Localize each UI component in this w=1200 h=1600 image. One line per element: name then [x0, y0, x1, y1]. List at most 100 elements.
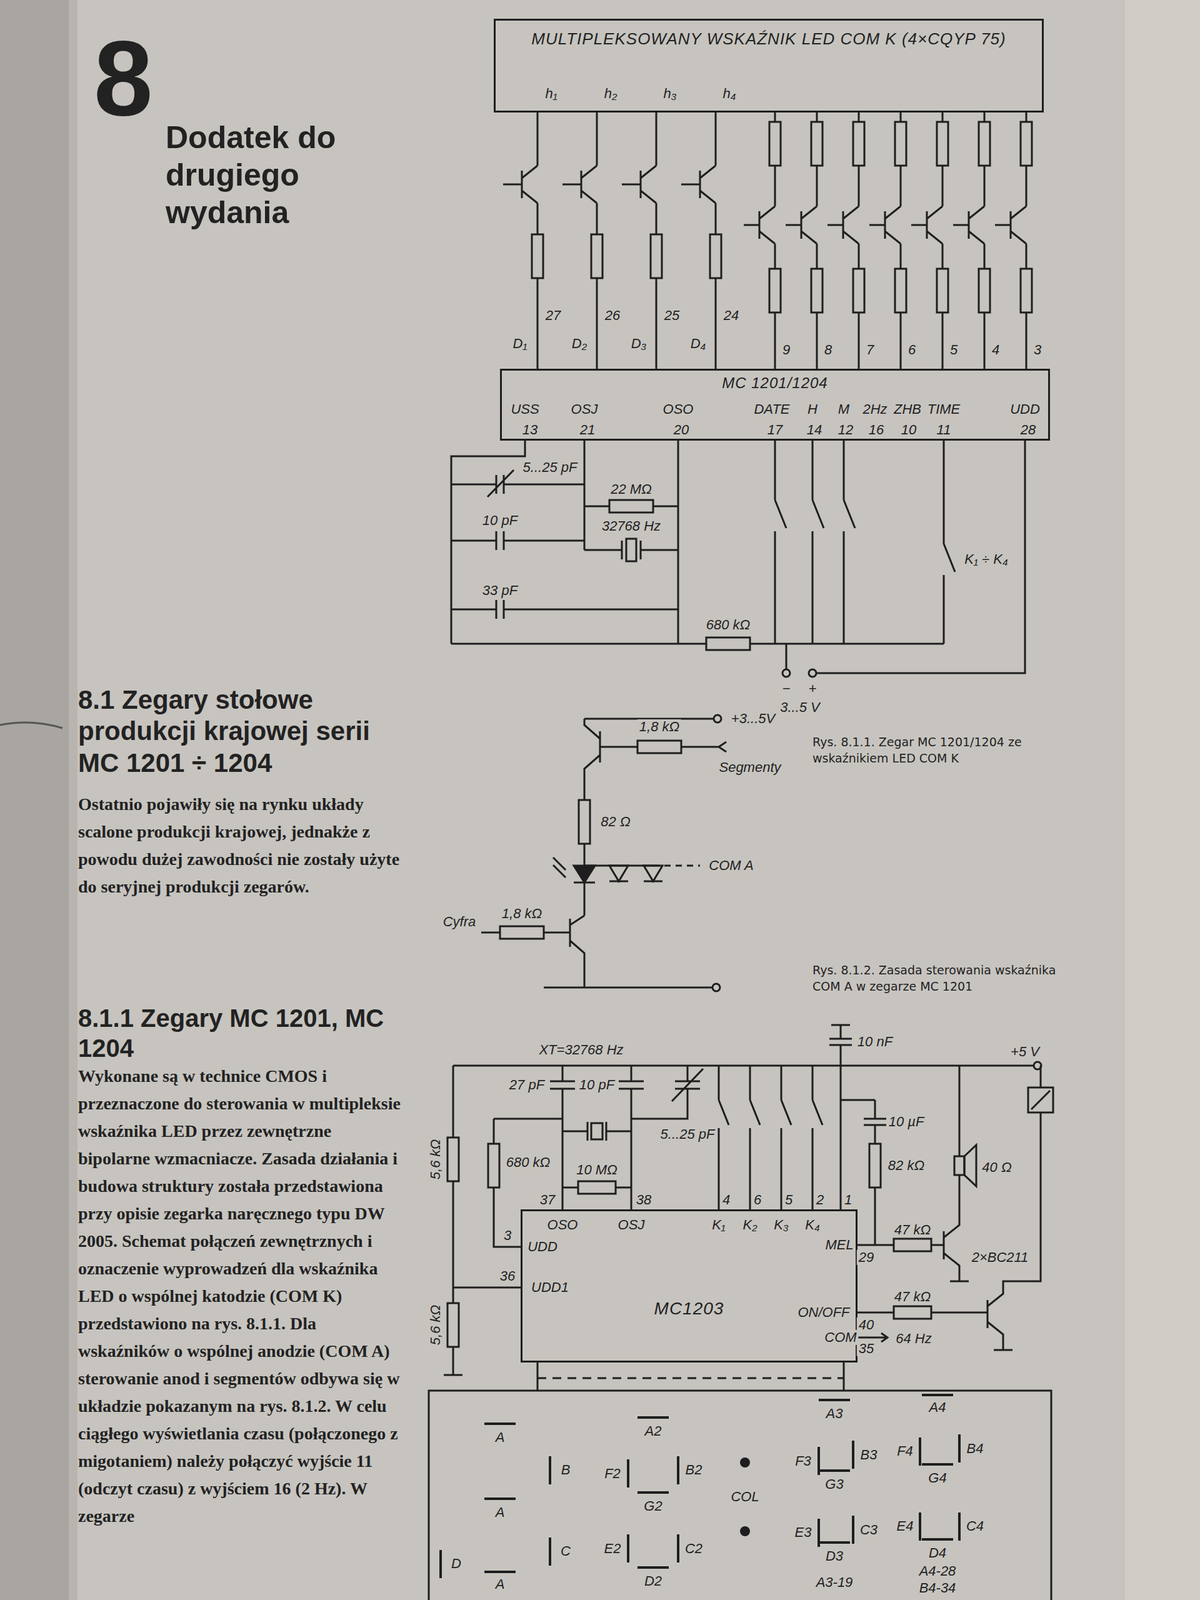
pin-label: 82 Ω — [598, 814, 632, 830]
segment-label: A3-19 — [814, 1575, 855, 1590]
pin-label: h₂ — [602, 86, 620, 102]
pin-label: DATE — [751, 401, 792, 417]
section-heading: 8.1.1 Zegary MC 1201, MC 1204 — [78, 1003, 416, 1064]
pin-label: 64 Hz — [893, 1331, 934, 1347]
pin-label: D₂ — [570, 336, 589, 352]
pin-label: h₁ — [543, 86, 559, 102]
pin-label: 6 — [751, 1192, 764, 1208]
pin-label: 14 — [805, 422, 824, 438]
pin-label: Cyfra — [441, 914, 479, 930]
pin-label: 25 — [662, 308, 682, 324]
pin-label: M — [836, 401, 852, 417]
segment-label: D4 — [926, 1545, 949, 1561]
segment-label: D2 — [642, 1573, 664, 1589]
pin-label: 37 — [538, 1192, 557, 1208]
pin-label: 2×BC211 — [970, 1250, 1031, 1265]
pin-label: 32768 Hz — [600, 518, 663, 534]
segment-label: B4-34 — [917, 1580, 959, 1596]
pin-label: TIME — [925, 401, 963, 417]
pin-label: 2Hz — [860, 401, 889, 417]
segment-label: A3 — [824, 1406, 845, 1422]
pin-label: 28 — [1018, 422, 1038, 438]
pin-label: USS — [508, 401, 541, 417]
segment-label: B3 — [858, 1447, 880, 1463]
pin-label: 40 — [856, 1317, 876, 1333]
pin-label: 33 pF — [480, 583, 520, 599]
pin-label: XT=32768 Hz — [536, 1042, 625, 1058]
pin-label: 16 — [866, 422, 886, 438]
pin-label: 10 µF — [886, 1114, 927, 1130]
pin-label: 3 — [1031, 342, 1044, 358]
pin-label: +5 V — [1008, 1044, 1042, 1060]
chapter-number: 8 — [93, 25, 154, 132]
pin-label: 10 — [899, 422, 919, 438]
schematic-box: MULTIPLEKSOWANY WSKAŹNIK LED COM K (4×CQ… — [493, 18, 1044, 113]
component-value: 5,6 kΩ — [428, 1137, 444, 1182]
pin-label: K₃ — [771, 1217, 790, 1233]
segment-label: E4 — [895, 1518, 916, 1534]
pin-label: 4 — [720, 1192, 732, 1208]
pin-label: 36 — [498, 1268, 517, 1284]
segment-label: A — [493, 1576, 507, 1592]
pin-label: 1,8 kΩ — [637, 719, 682, 735]
segment-label: D3 — [823, 1548, 845, 1564]
page-title: Dodatek do drugiego wydania — [165, 118, 416, 232]
pin-label: 38 — [634, 1192, 654, 1208]
pin-label: 10 pF — [480, 513, 520, 529]
pin-label: 24 — [721, 308, 741, 324]
pin-label: 40 Ω — [980, 1160, 1014, 1175]
pin-label: D₁ — [511, 336, 530, 352]
led-segments — [440, 1395, 960, 1579]
fig-8-1-3-wiring — [428, 1025, 1054, 1600]
pin-label: 82 kΩ — [886, 1158, 927, 1174]
box-label: MC1203 — [654, 1298, 725, 1319]
segment-label: A4 — [927, 1400, 949, 1415]
pin-label: Segmenty — [716, 760, 783, 775]
pin-label: 20 — [671, 422, 691, 438]
segment-label: C — [558, 1543, 573, 1559]
segment-label: B2 — [683, 1462, 705, 1478]
pin-label: ON/OFF — [795, 1305, 852, 1320]
pin-label: K₁ — [710, 1217, 728, 1233]
component-value: 5,6 kΩ — [428, 1303, 444, 1347]
pin-label: 10 pF — [577, 1077, 617, 1093]
box-label: MULTIPLEKSOWANY WSKAŹNIK LED COM K (4×CQ… — [531, 29, 1007, 49]
pin-label: K₁ ÷ K₄ — [962, 551, 1010, 567]
pin-label: h₃ — [661, 86, 679, 102]
segment-label: F4 — [895, 1443, 915, 1459]
pin-label: COM A — [706, 858, 755, 874]
segment-label: C2 — [683, 1541, 705, 1557]
pin-label: 1 — [842, 1192, 854, 1208]
segment-label: A4-28 — [917, 1563, 959, 1579]
pin-label: 2 — [814, 1192, 826, 1208]
segment-label: E3 — [793, 1525, 814, 1540]
pin-label: 8 — [822, 342, 834, 358]
pin-label: UDD1 — [529, 1280, 571, 1295]
pin-label: 35 — [856, 1341, 876, 1357]
segment-label: A — [493, 1430, 507, 1445]
pin-label: 22 MΩ — [608, 481, 654, 497]
fig-8-1-1-wiring — [451, 112, 1032, 677]
pin-label: 5...25 pF — [521, 460, 580, 475]
pin-label: 13 — [520, 422, 540, 438]
pin-label: − — [780, 681, 793, 697]
fig-8-1-2-wiring — [481, 715, 727, 992]
pin-label: ZHB — [891, 401, 924, 417]
segment-label: F2 — [602, 1466, 623, 1482]
pin-label: 7 — [864, 342, 876, 358]
pin-label: 5 — [948, 342, 960, 358]
pin-label: 27 — [543, 308, 563, 324]
pin-label: D₃ — [629, 336, 649, 352]
pin-label: 10 nF — [855, 1034, 895, 1050]
pin-label: 5 — [783, 1192, 795, 1208]
pin-label: +3...5V — [729, 711, 777, 727]
pin-label: COM — [822, 1330, 859, 1345]
pin-label: 680 kΩ — [704, 617, 753, 633]
figure-caption: Rys. 8.1.1. Zegar MC 1201/1204 ze wskaźn… — [812, 734, 1063, 767]
pin-label: 10 MΩ — [574, 1162, 620, 1178]
segment-label: C4 — [964, 1518, 986, 1534]
body-paragraph: Wykonane są w technice CMOS i przeznaczo… — [78, 1062, 404, 1530]
segment-label: B4 — [965, 1441, 986, 1457]
